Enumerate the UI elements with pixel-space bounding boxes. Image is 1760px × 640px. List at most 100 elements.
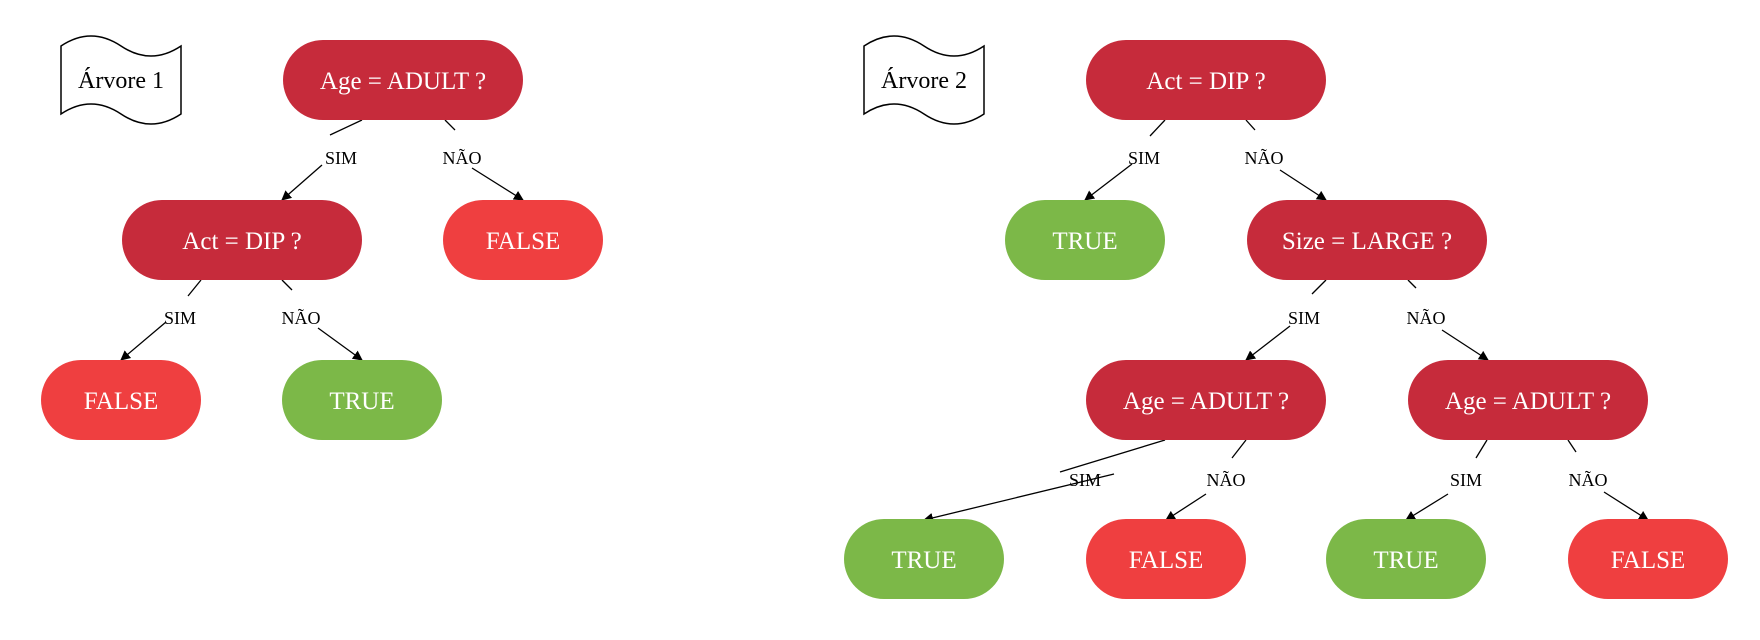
leaf-node-true: TRUE <box>1005 200 1165 280</box>
edge-arrow <box>1405 493 1449 521</box>
edge-label: SIM <box>1069 470 1101 490</box>
node-shape <box>282 360 442 440</box>
edge: NÃO <box>1407 279 1489 361</box>
edge: NÃO <box>1165 439 1247 521</box>
node-shape <box>1247 200 1487 280</box>
edge-arrow <box>1441 329 1489 361</box>
node-shape <box>1086 519 1246 599</box>
edge-label: NÃO <box>1569 469 1608 490</box>
decision-node: Act = DIP ? <box>1086 40 1326 120</box>
node-shape <box>443 200 603 280</box>
edge: SIM <box>1405 439 1488 521</box>
edge-arrow <box>1084 163 1133 201</box>
edge-line <box>281 279 293 291</box>
edge: SIM <box>1245 279 1327 361</box>
decision-node: Age = ADULT ? <box>1408 360 1648 440</box>
node-shape <box>41 360 201 440</box>
edge-line <box>1059 439 1166 473</box>
tree-title-flag: Árvore 2 <box>863 35 985 125</box>
edge-line <box>1311 279 1327 295</box>
edge-line <box>329 119 363 136</box>
node-label: TRUE <box>329 388 394 415</box>
edge-label: NÃO <box>1207 469 1246 490</box>
edge: NÃO <box>281 279 363 361</box>
node-label: TRUE <box>891 547 956 574</box>
node-label: Act = DIP ? <box>182 228 301 255</box>
edges-layer: SIM NÃO SIM NÃO SIM NÃO SIM NÃO SIM NÃO SIM NÃO <box>120 119 1649 523</box>
edge-label: SIM <box>1128 148 1160 168</box>
leaf-node-false: FALSE <box>1568 519 1728 599</box>
node-label: FALSE <box>84 388 159 415</box>
edge: SIM <box>923 439 1166 523</box>
edge-label: SIM <box>1288 308 1320 328</box>
leaf-node-true: TRUE <box>1326 519 1486 599</box>
node-label: FALSE <box>1611 547 1686 574</box>
leaf-node-false: FALSE <box>443 200 603 280</box>
edge-label: SIM <box>164 308 196 328</box>
edge-arrow <box>120 321 167 361</box>
edge: NÃO <box>443 119 524 201</box>
tree-title: Árvore 2 <box>881 68 967 94</box>
edge-arrow <box>1245 325 1291 361</box>
tree-title-shape <box>60 35 182 125</box>
node-label: FALSE <box>1129 547 1204 574</box>
node-label: Act = DIP ? <box>1146 68 1265 95</box>
edge-line <box>187 279 202 297</box>
edge-line <box>1149 119 1166 137</box>
edge-arrow <box>471 167 524 201</box>
node-shape <box>1568 519 1728 599</box>
edge-label: SIM <box>325 148 357 168</box>
edge-line <box>1567 439 1577 453</box>
nodes-layer: Age = ADULT ? Act = DIP ? FALSE FALSE TRUE Ac… <box>41 40 1728 599</box>
edge-label: SIM <box>1450 470 1482 490</box>
node-label: Age = ADULT ? <box>1445 388 1611 415</box>
edge-label: NÃO <box>1407 307 1446 328</box>
leaf-node-true: TRUE <box>282 360 442 440</box>
edge: SIM <box>281 119 363 201</box>
tree-titles-layer: Árvore 1 Árvore 2 <box>60 35 985 125</box>
leaf-node-false: FALSE <box>41 360 201 440</box>
node-shape <box>1326 519 1486 599</box>
edge-arrow <box>1603 491 1649 521</box>
node-label: Age = ADULT ? <box>1123 388 1289 415</box>
node-shape <box>122 200 362 280</box>
node-shape <box>1086 40 1326 120</box>
edge: NÃO <box>1567 439 1649 521</box>
edge: NÃO <box>1245 119 1327 201</box>
edge-line <box>1475 439 1488 459</box>
edge: SIM <box>1084 119 1166 201</box>
decision-node: Age = ADULT ? <box>1086 360 1326 440</box>
decision-node: Age = ADULT ? <box>283 40 523 120</box>
edge-label: NÃO <box>1245 147 1284 168</box>
node-shape <box>1408 360 1648 440</box>
node-shape <box>283 40 523 120</box>
edge-arrow <box>1279 169 1327 201</box>
node-label: TRUE <box>1052 228 1117 255</box>
tree-title-shape <box>863 35 985 125</box>
edge-arrow <box>923 473 1115 523</box>
edge-line <box>1231 439 1247 459</box>
edge-line <box>444 119 456 131</box>
node-label: TRUE <box>1373 547 1438 574</box>
node-label: Age = ADULT ? <box>320 68 486 95</box>
edge-label: NÃO <box>443 147 482 168</box>
node-shape <box>844 519 1004 599</box>
node-shape <box>1086 360 1326 440</box>
edge: SIM <box>120 279 202 361</box>
edge-arrow <box>317 327 363 361</box>
tree-title-flag: Árvore 1 <box>60 35 182 125</box>
tree-title: Árvore 1 <box>78 68 164 94</box>
edge-label: NÃO <box>282 307 321 328</box>
edge-arrow <box>1165 493 1207 521</box>
node-label: FALSE <box>486 228 561 255</box>
edge-arrow <box>281 164 323 201</box>
edge-line <box>1407 279 1417 289</box>
leaf-node-true: TRUE <box>844 519 1004 599</box>
decision-node: Size = LARGE ? <box>1247 200 1487 280</box>
decision-node: Act = DIP ? <box>122 200 362 280</box>
edge-line <box>1245 119 1256 131</box>
node-shape <box>1005 200 1165 280</box>
leaf-node-false: FALSE <box>1086 519 1246 599</box>
node-label: Size = LARGE ? <box>1282 228 1452 255</box>
